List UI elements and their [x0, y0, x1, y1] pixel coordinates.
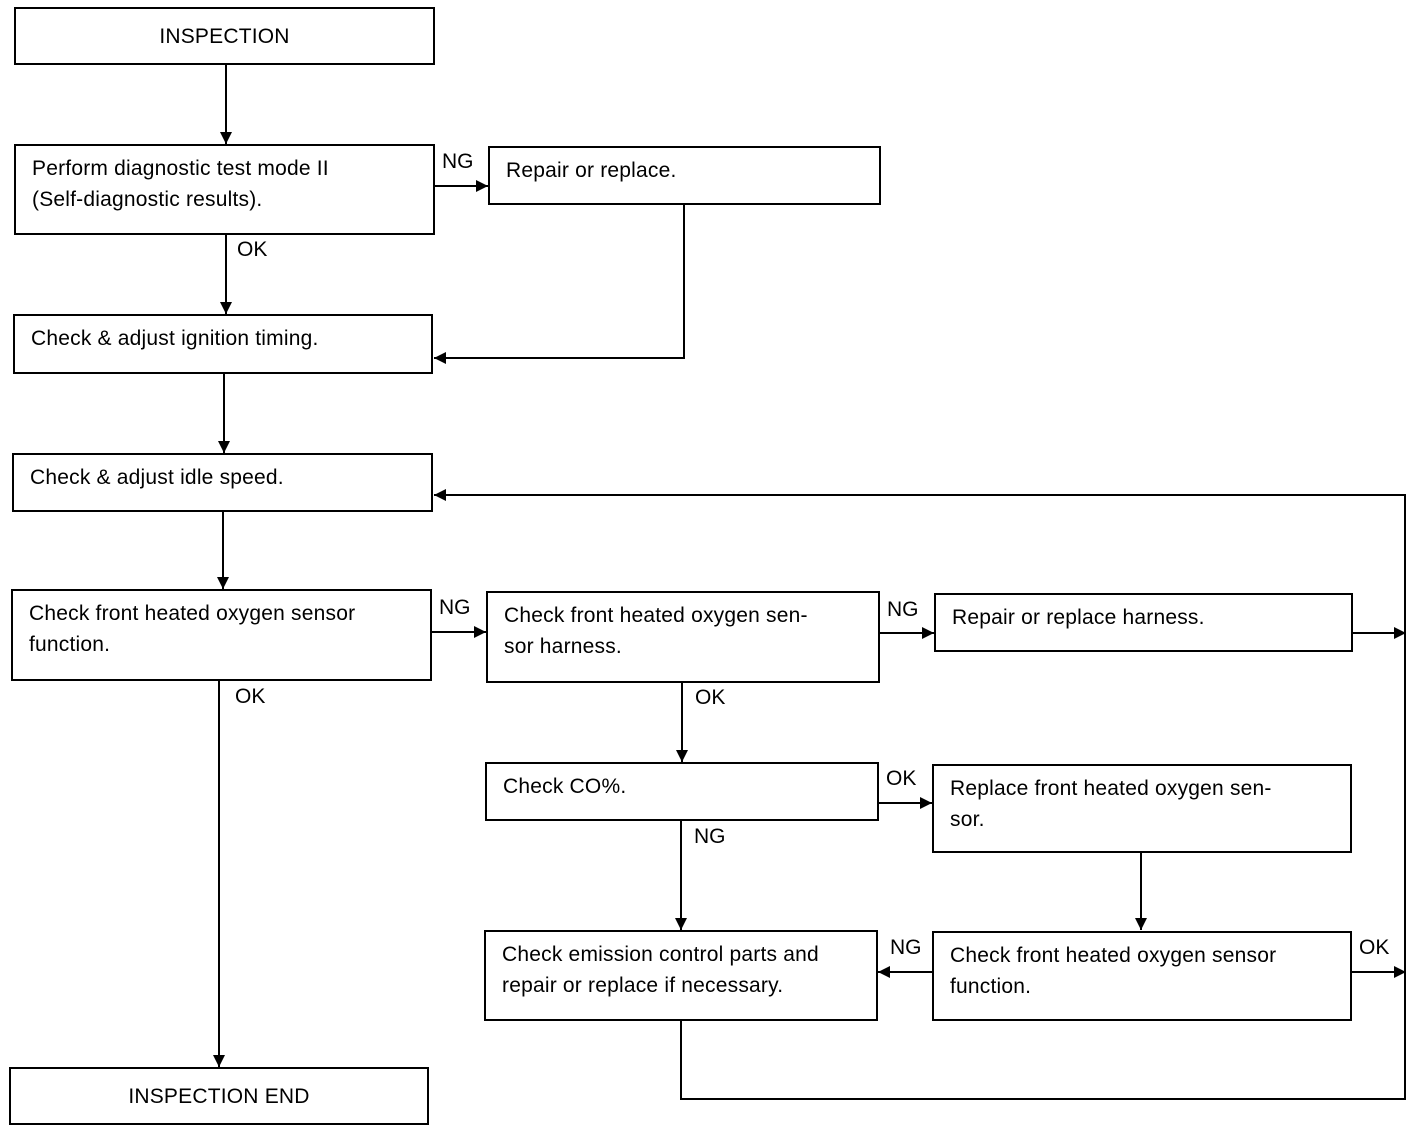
node-o2-sensor-function-line-1: Check front heated oxygen sensor [29, 602, 356, 625]
node-o2-sensor-harness: Check front heated oxygen sen- sor harne… [486, 591, 880, 683]
node-replace-o2-sensor-line-2: sor. [950, 808, 985, 831]
node-ignition-timing-label: Check & adjust ignition timing. [31, 327, 319, 350]
node-o2-sensor-function-recheck-line-1: Check front heated oxygen sensor [950, 944, 1277, 967]
node-emission-control-line-1: Check emission control parts and [502, 943, 819, 966]
node-idle-speed: Check & adjust idle speed. [12, 453, 433, 512]
node-o2-sensor-harness-line-1: Check front heated oxygen sen- [504, 604, 808, 627]
node-diagnostic-test: Perform diagnostic test mode II (Self-di… [14, 144, 435, 235]
edge-label-func2-ok: OK [1359, 936, 1390, 959]
node-ignition-timing: Check & adjust ignition timing. [13, 314, 433, 374]
node-check-co: Check CO%. [485, 762, 879, 821]
node-repair-or-replace-label: Repair or replace. [506, 159, 677, 182]
node-emission-control-line-2: repair or replace if necessary. [502, 974, 784, 997]
node-check-co-label: Check CO%. [503, 775, 627, 798]
edge-label-harness-ok: OK [695, 686, 726, 709]
node-emission-control: Check emission control parts and repair … [484, 930, 878, 1021]
connector-repair-to-ignition [434, 204, 685, 364]
node-o2-sensor-function: Check front heated oxygen sensor functio… [11, 589, 432, 681]
edge-label-harness-ng: NG [887, 598, 919, 621]
node-diagnostic-test-line-1: Perform diagnostic test mode II [32, 157, 329, 180]
node-inspection: INSPECTION [14, 7, 435, 65]
node-replace-o2-sensor-line-1: Replace front heated oxygen sen- [950, 777, 1272, 800]
node-repair-harness-label: Repair or replace harness. [952, 606, 1205, 629]
node-o2-sensor-function-recheck-line-2: function. [950, 975, 1032, 998]
node-repair-or-replace: Repair or replace. [488, 146, 881, 205]
edge-label-diag-ng: NG [442, 150, 474, 173]
node-repair-harness: Repair or replace harness. [934, 593, 1353, 652]
node-o2-sensor-function-line-2: function. [29, 633, 111, 656]
edge-label-co-ng: NG [694, 825, 726, 848]
edge-label-func2-ng: NG [890, 936, 922, 959]
node-inspection-end: INSPECTION END [9, 1067, 429, 1125]
node-o2-sensor-function-recheck: Check front heated oxygen sensor functio… [932, 931, 1352, 1021]
edge-label-co-ok: OK [886, 767, 917, 790]
node-o2-sensor-harness-line-2: sor harness. [504, 635, 622, 658]
node-diagnostic-test-line-2: (Self-diagnostic results). [32, 188, 263, 211]
edge-label-diag-ok: OK [237, 238, 268, 261]
connector-feedback-loop [434, 489, 1406, 1100]
node-inspection-end-label: INSPECTION END [128, 1084, 310, 1108]
node-replace-o2-sensor: Replace front heated oxygen sen- sor. [932, 764, 1352, 853]
node-inspection-label: INSPECTION [159, 24, 290, 48]
node-idle-speed-label: Check & adjust idle speed. [30, 466, 284, 489]
edge-label-o2-ng: NG [439, 596, 471, 619]
edge-label-o2-ok: OK [235, 685, 266, 708]
